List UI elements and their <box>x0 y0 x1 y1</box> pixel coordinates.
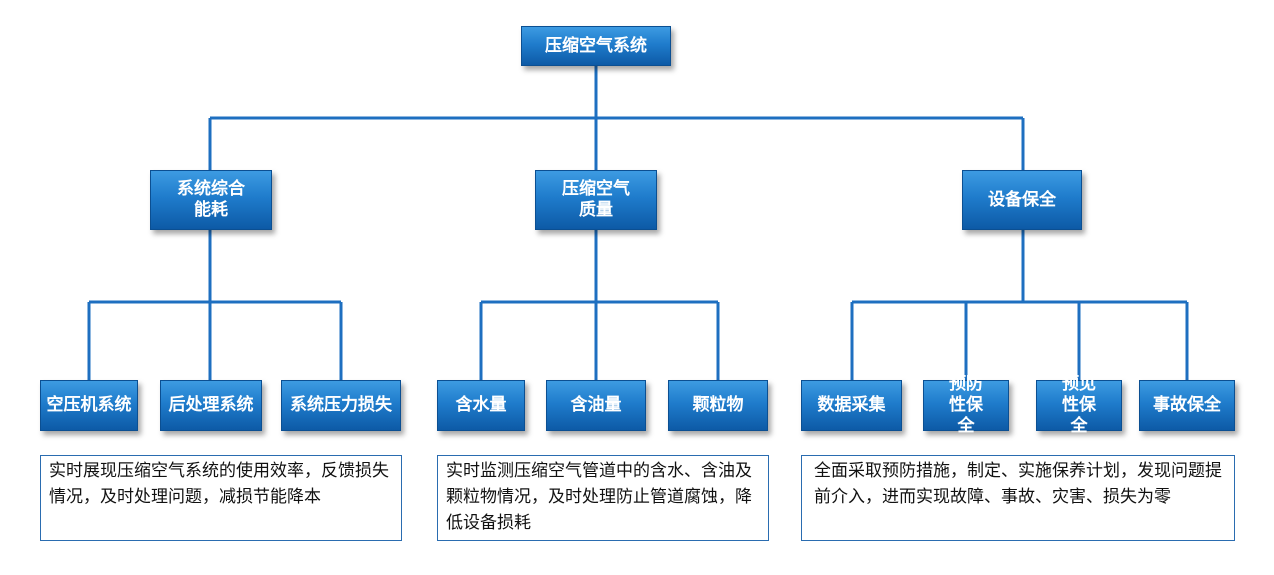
category-node-energy: 系统综合能耗 <box>150 170 272 230</box>
description-energy: 实时展现压缩空气系统的使用效率，反馈损失情况，及时处理问题，减损节能降本 <box>40 455 402 541</box>
leaf-node-predictive-maintenance: 预见性保全 <box>1036 374 1122 436</box>
root-node: 压缩空气系统 <box>521 26 671 66</box>
leaf-node-oil-content: 含油量 <box>546 380 646 431</box>
description-equipment: 全面采取预防措施，制定、实施保养计划，发现问题提前介入，进而实现故障、事故、灾害… <box>801 455 1235 541</box>
leaf-node-compressor-system: 空压机系统 <box>40 380 138 431</box>
leaf-node-data-collection: 数据采集 <box>801 380 902 431</box>
leaf-node-post-treatment: 后处理系统 <box>160 380 262 431</box>
category-node-air-quality: 压缩空气质量 <box>535 170 657 230</box>
category-node-equipment: 设备保全 <box>962 170 1082 230</box>
leaf-node-water-content: 含水量 <box>437 380 525 431</box>
description-air-quality: 实时监测压缩空气管道中的含水、含油及颗粒物情况，及时处理防止管道腐蚀，降低设备损… <box>437 455 769 541</box>
leaf-node-pressure-loss: 系统压力损失 <box>281 380 401 431</box>
leaf-node-preventive-maintenance: 预防性保全 <box>923 374 1009 436</box>
leaf-node-particulates: 颗粒物 <box>668 380 768 431</box>
leaf-node-accident-maintenance: 事故保全 <box>1139 380 1235 431</box>
